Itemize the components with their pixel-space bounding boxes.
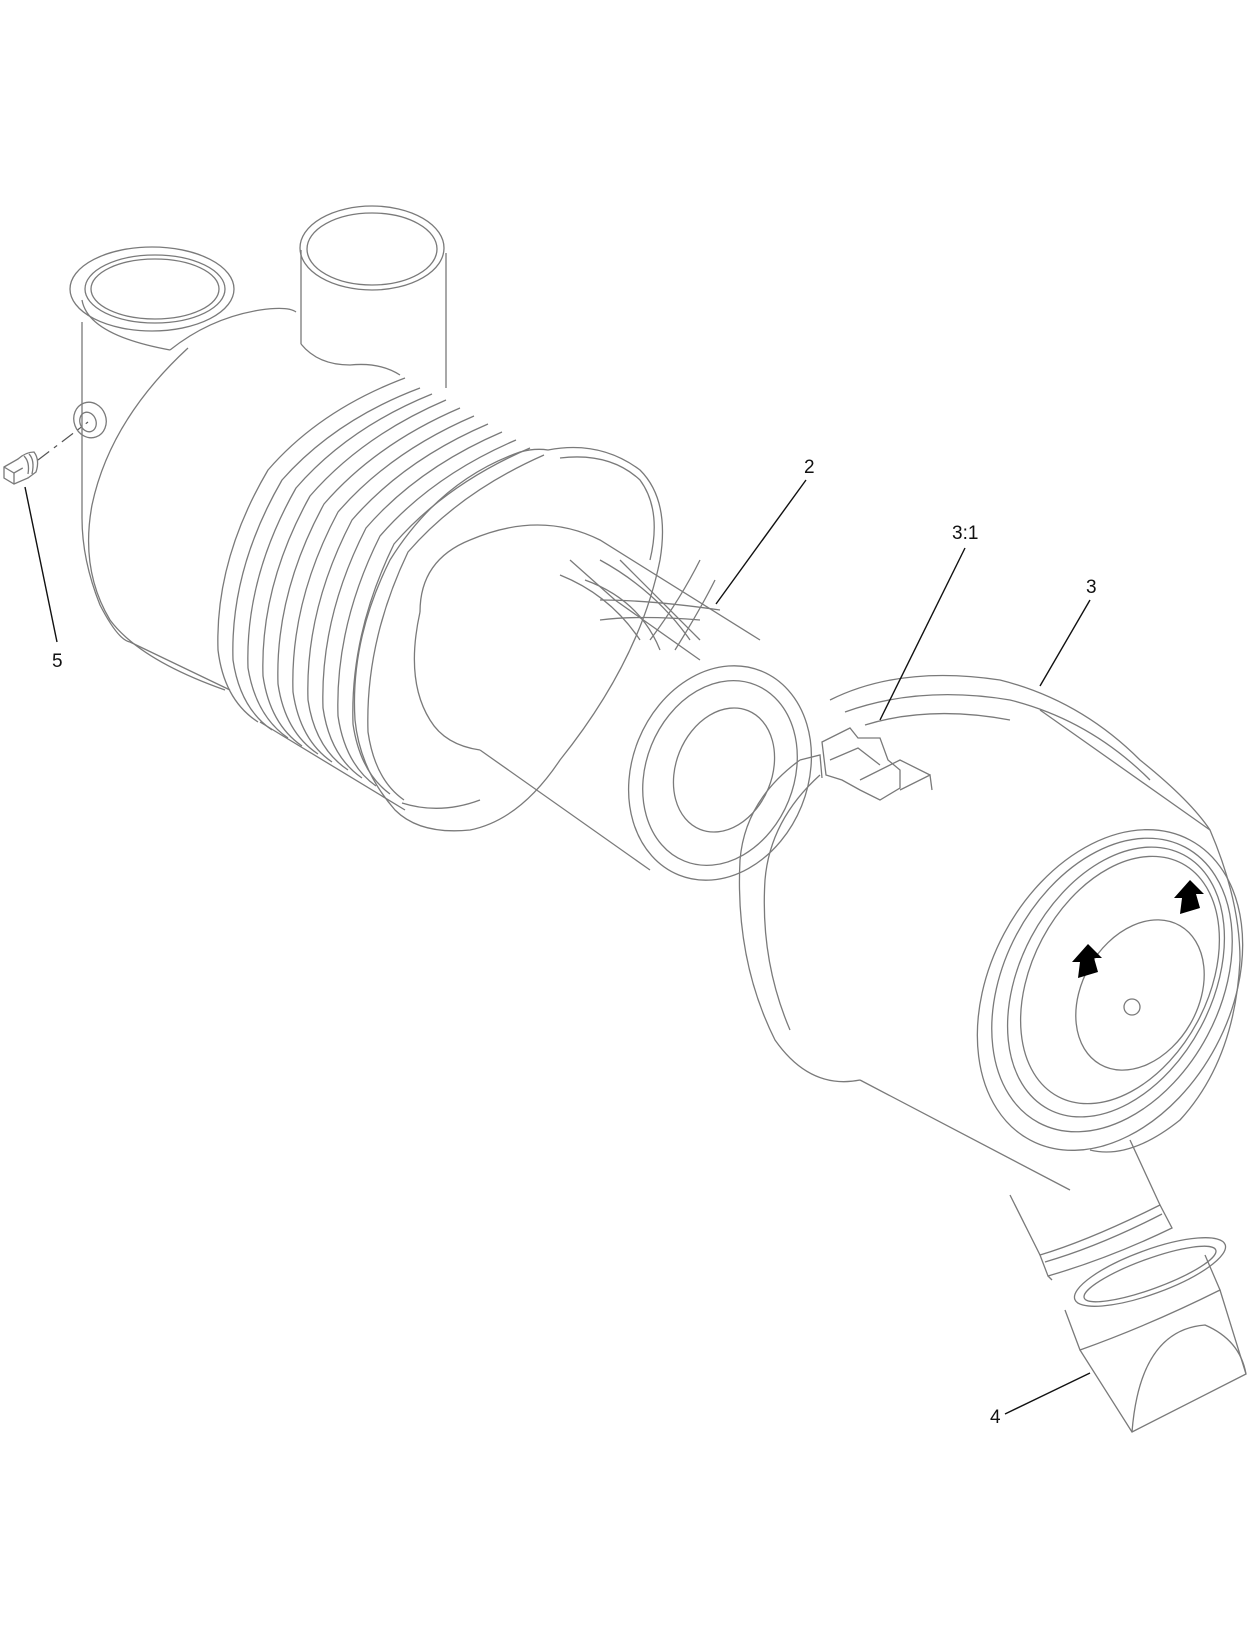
leader-5	[24, 486, 58, 643]
callout-2: 2	[804, 457, 815, 478]
plug-fitting	[3, 421, 89, 485]
cover-clamp-latch	[821, 727, 933, 801]
callout-5: 5	[52, 651, 63, 672]
leader-lines	[24, 479, 1091, 1415]
air-cleaner-cover	[738, 674, 1244, 1191]
leader-2	[715, 479, 807, 605]
housing-flange-ring	[353, 446, 664, 832]
housing-ribbed-section	[217, 377, 545, 811]
air-cleaner-housing	[69, 205, 447, 691]
leader-4	[1004, 1372, 1091, 1415]
callout-3-1: 3:1	[952, 523, 979, 544]
callout-4: 4	[990, 1407, 1001, 1428]
filter-element	[413, 524, 813, 881]
leader-3-1	[879, 547, 966, 721]
vacuator-valve	[1009, 1139, 1247, 1433]
leader-3	[1039, 599, 1091, 687]
callout-3: 3	[1086, 577, 1097, 598]
